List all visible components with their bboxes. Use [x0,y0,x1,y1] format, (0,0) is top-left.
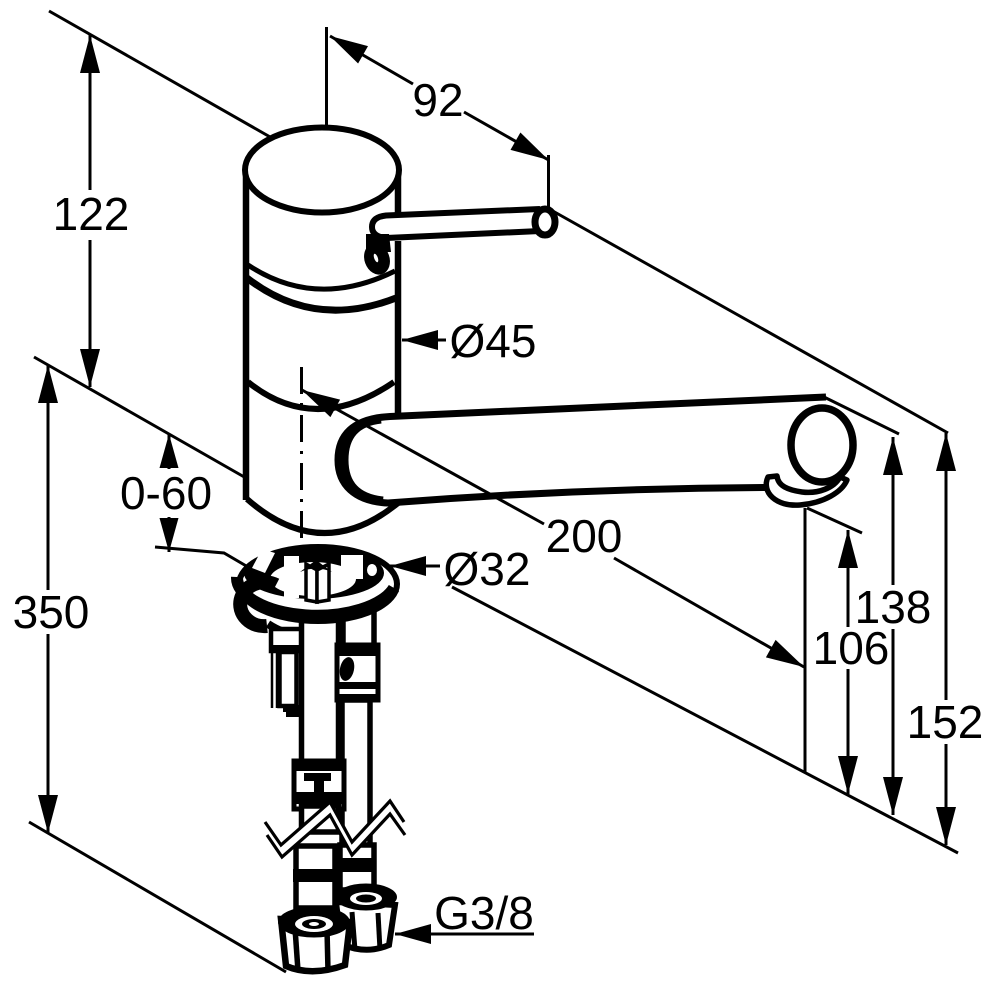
svg-text:138: 138 [855,581,932,633]
svg-text:0-60: 0-60 [120,467,212,519]
svg-text:200: 200 [546,510,623,562]
svg-text:152: 152 [907,696,984,748]
svg-text:350: 350 [13,586,90,638]
svg-text:Ø32: Ø32 [444,543,531,595]
svg-text:122: 122 [53,188,130,240]
svg-text:Ø45: Ø45 [450,315,537,367]
svg-text:92: 92 [412,74,463,126]
svg-text:106: 106 [813,622,890,674]
svg-text:G3/8: G3/8 [434,887,534,939]
